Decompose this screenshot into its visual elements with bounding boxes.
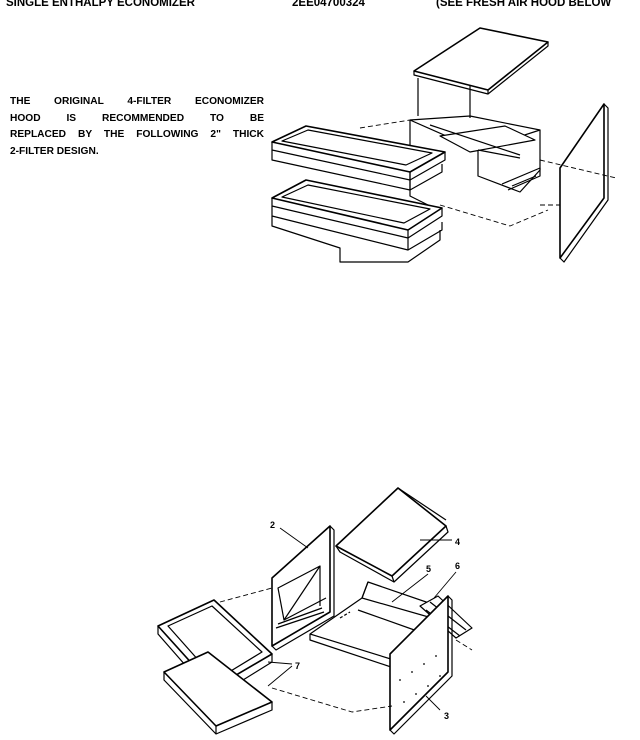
callout-leaders bbox=[267, 527, 457, 711]
callout-4: 4 bbox=[455, 537, 460, 547]
callout-5: 5 bbox=[426, 564, 431, 574]
callout-2: 2 bbox=[270, 520, 275, 530]
diagram-title: SINGLE ENTHALPY ECONOMIZER bbox=[6, 0, 195, 9]
filter-stack-lower bbox=[271, 179, 443, 263]
notice-line-2: HOOD IS RECOMMENDED TO BE bbox=[10, 112, 264, 124]
callout-7: 7 bbox=[295, 661, 300, 671]
callout-6: 6 bbox=[455, 561, 460, 571]
filter-stack-upper bbox=[271, 125, 446, 191]
notice-line-3: REPLACED BY THE FOLLOWING 2" THICK bbox=[10, 129, 264, 140]
assembly-guides-lower bbox=[219, 587, 473, 713]
model-number: 2EE04700324 bbox=[292, 0, 365, 9]
top-hood-panel bbox=[413, 27, 549, 118]
header-note: (SEE FRESH AIR HOOD BELOW bbox=[436, 0, 612, 9]
original-4-filter-assembly bbox=[271, 27, 617, 263]
top-panel bbox=[335, 487, 449, 583]
replacement-notice: THE ORIGINAL 4-FILTER ECONOMIZER HOOD IS… bbox=[10, 94, 264, 160]
hood-box bbox=[409, 115, 541, 207]
callout-labels: 2 4 5 6 7 3 bbox=[270, 520, 460, 721]
filters bbox=[157, 599, 273, 735]
callout-3: 3 bbox=[444, 711, 449, 721]
notice-line-1: THE ORIGINAL 4-FILTER ECONOMIZER bbox=[10, 96, 264, 107]
new-2-filter-assembly bbox=[157, 487, 473, 735]
divider-panel bbox=[271, 525, 335, 651]
assembly-guides bbox=[359, 119, 617, 227]
notice-line-4: 2-FILTER DESIGN. bbox=[10, 145, 99, 157]
end-panel bbox=[389, 595, 453, 735]
side-panel bbox=[559, 103, 609, 263]
